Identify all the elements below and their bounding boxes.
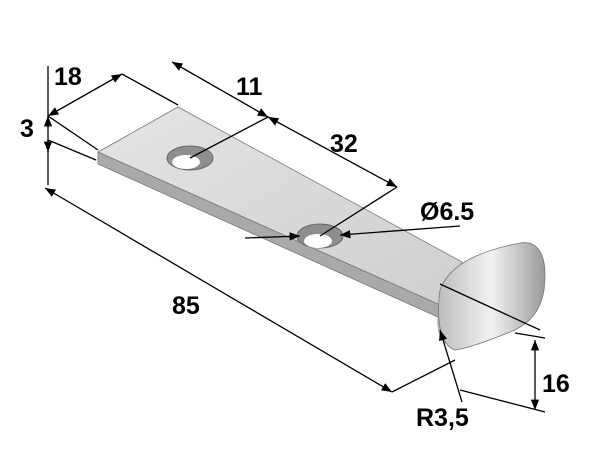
dim-hole-offset: 11 <box>171 61 269 159</box>
dim-hole-offset-label: 11 <box>236 73 263 101</box>
dim-hole-spacing-label: 32 <box>330 130 358 158</box>
dim-width-label: 18 <box>54 63 82 91</box>
dim-width: 18 <box>47 63 179 151</box>
dim-hook-height: 16 <box>439 283 570 413</box>
dim-thickness-label: 3 <box>20 115 34 143</box>
dim-bend-radius-label: R3,5 <box>416 404 469 432</box>
dim-length: 85 <box>44 187 456 393</box>
dim-hole-diameter-label: Ø6.5 <box>420 198 474 226</box>
dim-thickness: 3 <box>20 66 97 185</box>
dim-bend-radius: R3,5 <box>416 329 469 432</box>
dim-hook-height-label: 16 <box>542 370 570 398</box>
dim-hole-spacing: 32 <box>267 116 398 237</box>
dim-length-label: 85 <box>172 292 200 320</box>
